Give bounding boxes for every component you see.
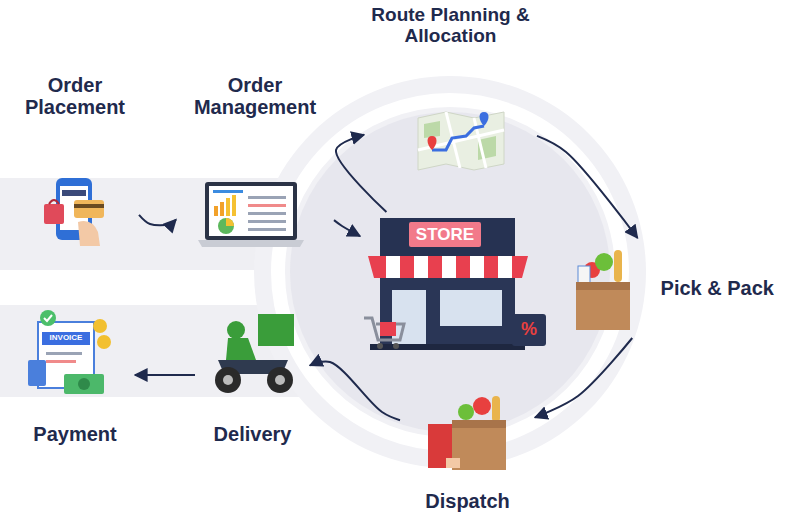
- process-step: Order Placement: [11, 74, 139, 250]
- flow-arrow: [310, 361, 400, 420]
- flow-arrow: [334, 220, 360, 236]
- process-step: Order Management: [176, 74, 334, 250]
- process-step: Pick & Pack: [568, 238, 790, 338]
- discount-tag: %: [514, 318, 544, 341]
- delivery-scooter-icon: [215, 314, 294, 393]
- step-label: Payment: [33, 423, 116, 445]
- laptop-icon: [198, 182, 304, 247]
- flow-arrow: [537, 136, 637, 238]
- invoice-icon: [28, 310, 111, 394]
- store-illustration: [364, 218, 546, 350]
- flow-arrow: [139, 215, 176, 225]
- invoice-title: INVOICE: [42, 333, 90, 343]
- map-icon: [418, 112, 504, 170]
- step-label: Route Planning & Allocation: [364, 4, 537, 47]
- cycle-disc: [254, 76, 646, 468]
- process-step: Delivery: [195, 305, 310, 445]
- dispatch-icon: [428, 396, 506, 470]
- flow-arrow: [336, 135, 387, 212]
- grocery-bag-icon: [576, 250, 630, 330]
- process-step: Dispatch: [400, 390, 535, 512]
- flow-arrow: [135, 374, 195, 376]
- cycle-ring: [278, 100, 622, 444]
- process-step: Payment: [15, 305, 135, 445]
- step-label: Dispatch: [425, 490, 509, 512]
- step-label: Order Placement: [11, 74, 139, 119]
- cycle-core: [290, 112, 610, 432]
- flow-arrow: [535, 338, 632, 417]
- phone-icon: [44, 178, 104, 246]
- step-label: Order Management: [176, 74, 334, 119]
- store-hub: STORE: [360, 212, 530, 356]
- store-sign: STORE: [409, 222, 481, 247]
- process-step: Route Planning & Allocation: [364, 4, 537, 172]
- step-label: Delivery: [214, 423, 292, 445]
- step-label: Pick & Pack: [661, 277, 774, 299]
